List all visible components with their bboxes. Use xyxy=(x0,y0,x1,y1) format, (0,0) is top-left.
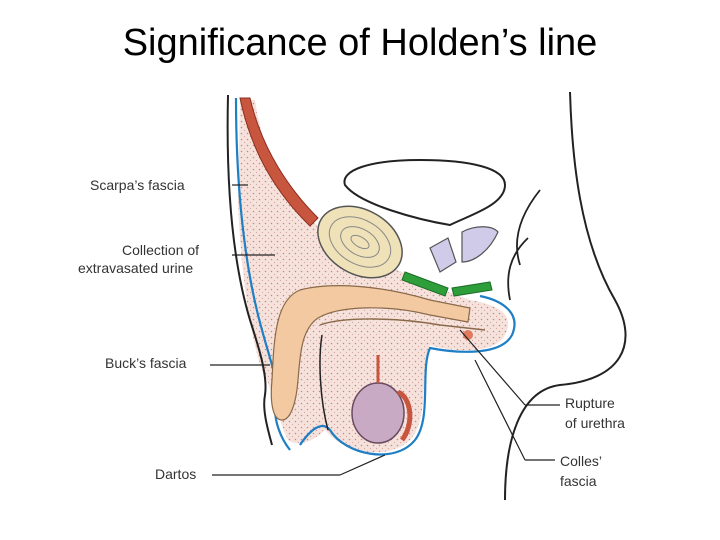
scrotal-septum xyxy=(319,334,329,431)
rectum-outline xyxy=(507,189,541,301)
label-collection-line1: Collection of xyxy=(122,242,199,258)
urogenital-diaphragm xyxy=(401,271,493,297)
label-dartos: Dartos xyxy=(155,466,196,482)
abdominal-muscle xyxy=(239,97,319,227)
colles-fascia-line xyxy=(234,97,516,456)
label-colles-line1: Colles’ xyxy=(560,453,602,469)
label-rupture-line2: of urethra xyxy=(565,415,625,431)
label-colles-line2: fascia xyxy=(560,473,597,489)
epididymis xyxy=(396,389,413,442)
buttock-outline xyxy=(504,91,627,501)
rupture-site xyxy=(463,330,473,340)
urethra xyxy=(319,318,486,331)
prostate xyxy=(429,226,499,273)
label-bucks-fascia: Buck’s fascia xyxy=(105,355,187,371)
label-scarpas-fascia: Scarpa’s fascia xyxy=(90,177,185,193)
testis xyxy=(351,382,405,444)
penile-shaft xyxy=(270,285,471,421)
skin-outline xyxy=(226,94,273,446)
bladder-outline xyxy=(343,158,507,227)
slide-title: Significance of Holden’s line xyxy=(122,22,598,64)
leader-lines xyxy=(210,184,560,476)
pubic-symphysis xyxy=(317,205,403,279)
label-collection-line2: extravasated urine xyxy=(78,260,193,276)
label-rupture-line1: Rupture xyxy=(565,395,615,411)
